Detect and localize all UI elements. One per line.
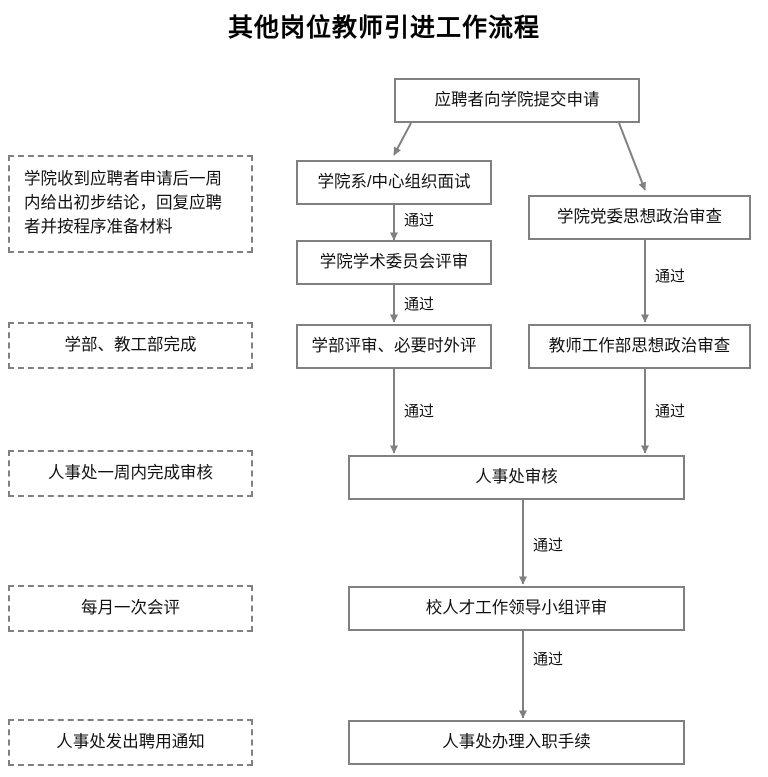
note-hr-offer-text: 人事处发出聘用通知	[56, 732, 205, 751]
note-college-reply-text: 学院收到应聘者申请后一周内给出初步结论，回复应聘者并按程序准备材料	[24, 170, 222, 236]
step-teacher-dept-political-check-text: 教师工作部思想政治审查	[548, 336, 731, 355]
connector-apply-to-party-check	[618, 122, 647, 191]
step-party-political-check-text: 学院党委思想政治审查	[557, 207, 722, 226]
note-faculty-dept: 学部、教工部完成	[8, 322, 253, 369]
connector-apply-to-interview	[393, 122, 412, 156]
step-interview-text: 学院系/中心组织面试	[317, 172, 471, 191]
step-apply[interactable]: 应聘者向学院提交申请	[394, 78, 640, 123]
step-academic-committee-text: 学院学术委员会评审	[319, 252, 469, 271]
note-monthly-review-text: 每月一次会评	[81, 598, 180, 617]
edge-label-interview-to-committee: 通过	[404, 212, 435, 229]
note-hr-week: 人事处一周内完成审核	[8, 450, 253, 497]
edge-label-teacher-dept-to-hr: 通过	[655, 403, 686, 420]
edge-label-talent-group-to-onboarding: 通过	[533, 651, 564, 668]
step-hr-onboarding-text: 人事处办理入职手续	[442, 732, 591, 751]
note-hr-week-text: 人事处一周内完成审核	[48, 463, 213, 482]
note-hr-offer: 人事处发出聘用通知	[8, 719, 253, 766]
page-title: 其他岗位教师引进工作流程	[227, 14, 540, 42]
edge-label-faculty-to-hr: 通过	[404, 403, 435, 420]
step-apply-text: 应聘者向学院提交申请	[434, 90, 600, 109]
step-interview[interactable]: 学院系/中心组织面试	[296, 160, 492, 205]
step-faculty-review-text: 学部评审、必要时外评	[311, 336, 477, 355]
edge-label-party-to-teacher-dept: 通过	[655, 268, 686, 285]
note-faculty-dept-text: 学部、教工部完成	[64, 335, 197, 354]
step-talent-group-review[interactable]: 校人才工作领导小组评审	[348, 586, 685, 631]
step-hr-audit-text: 人事处审核	[475, 467, 558, 486]
edge-label-committee-to-faculty: 通过	[404, 296, 435, 313]
note-monthly-review: 每月一次会评	[8, 585, 253, 632]
edge-label-hr-to-talent-group: 通过	[533, 537, 564, 554]
step-hr-audit[interactable]: 人事处审核	[348, 455, 685, 500]
step-party-political-check[interactable]: 学院党委思想政治审查	[528, 195, 751, 240]
step-academic-committee[interactable]: 学院学术委员会评审	[296, 240, 492, 285]
step-teacher-dept-political-check[interactable]: 教师工作部思想政治审查	[528, 324, 751, 369]
step-faculty-review[interactable]: 学部评审、必要时外评	[296, 324, 492, 369]
note-college-reply: 学院收到应聘者申请后一周内给出初步结论，回复应聘者并按程序准备材料	[8, 155, 253, 253]
step-hr-onboarding[interactable]: 人事处办理入职手续	[348, 720, 685, 765]
step-talent-group-review-text: 校人才工作领导小组评审	[425, 598, 608, 617]
